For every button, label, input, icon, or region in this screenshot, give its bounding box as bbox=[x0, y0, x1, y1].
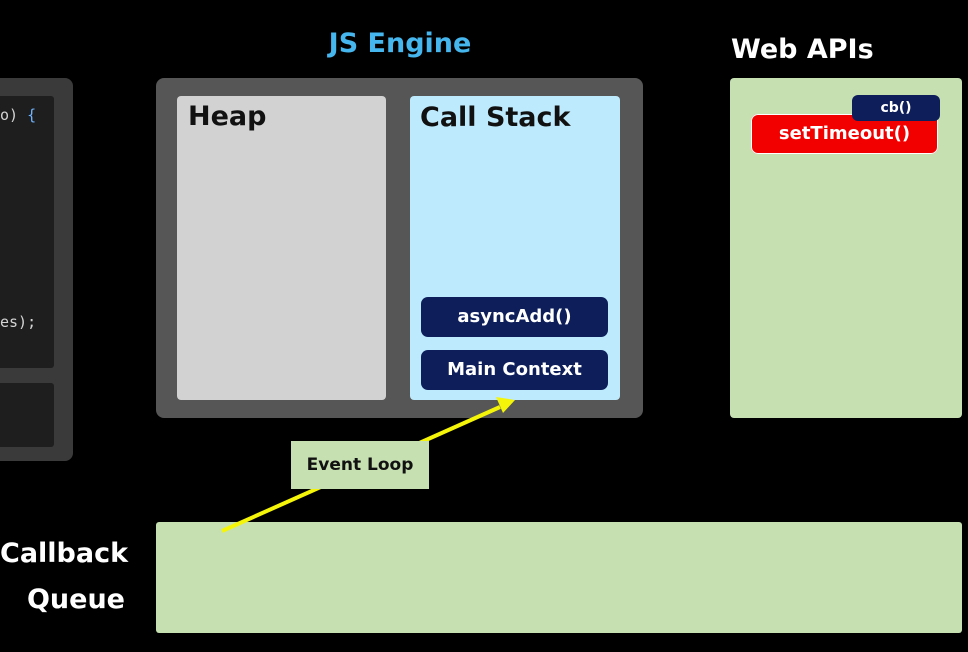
callback-block: cb() bbox=[852, 95, 940, 121]
call-stack-frame: asyncAdd() bbox=[421, 297, 608, 337]
code-line: es); bbox=[0, 313, 37, 331]
event-loop-arrow-head bbox=[496, 397, 515, 413]
heap-box bbox=[177, 96, 386, 400]
callback-queue-box bbox=[156, 522, 962, 633]
call-stack-frame: Main Context bbox=[421, 350, 608, 390]
callback-queue-label: Callback Queue bbox=[0, 531, 129, 623]
code-editor bbox=[0, 96, 54, 368]
event-loop-label: Event Loop bbox=[291, 441, 429, 489]
web-apis-title: Web APIs bbox=[731, 34, 874, 65]
console-output bbox=[0, 383, 54, 447]
call-stack-box bbox=[410, 96, 620, 400]
code-line: o) { bbox=[0, 106, 37, 124]
js-engine-title: JS Engine bbox=[328, 28, 472, 59]
callback-queue-label-line: Queue bbox=[26, 584, 125, 615]
call-stack-label: Call Stack bbox=[420, 102, 571, 133]
heap-label: Heap bbox=[188, 101, 267, 132]
callback-queue-label-line: Callback bbox=[0, 538, 129, 569]
